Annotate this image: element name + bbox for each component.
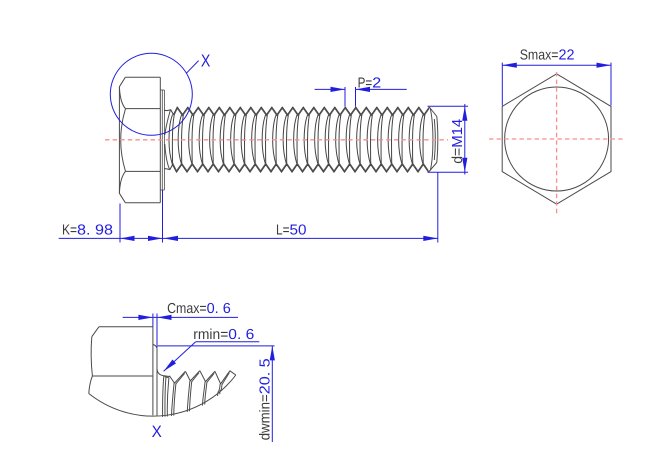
svg-text:dwmin=20. 5: dwmin=20. 5 [257,358,273,440]
svg-text:K=8. 98: K=8. 98 [62,223,113,239]
svg-text:P=2: P=2 [358,75,382,91]
svg-text:d=M14: d=M14 [450,119,466,164]
svg-text:Cmax=0. 6: Cmax=0. 6 [167,301,231,317]
svg-text:Smax=22: Smax=22 [520,48,575,64]
svg-text:rmin=0. 6: rmin=0. 6 [193,327,254,343]
svg-text:X: X [152,423,162,441]
svg-text:X: X [201,50,211,70]
svg-text:L=50: L=50 [276,223,307,239]
